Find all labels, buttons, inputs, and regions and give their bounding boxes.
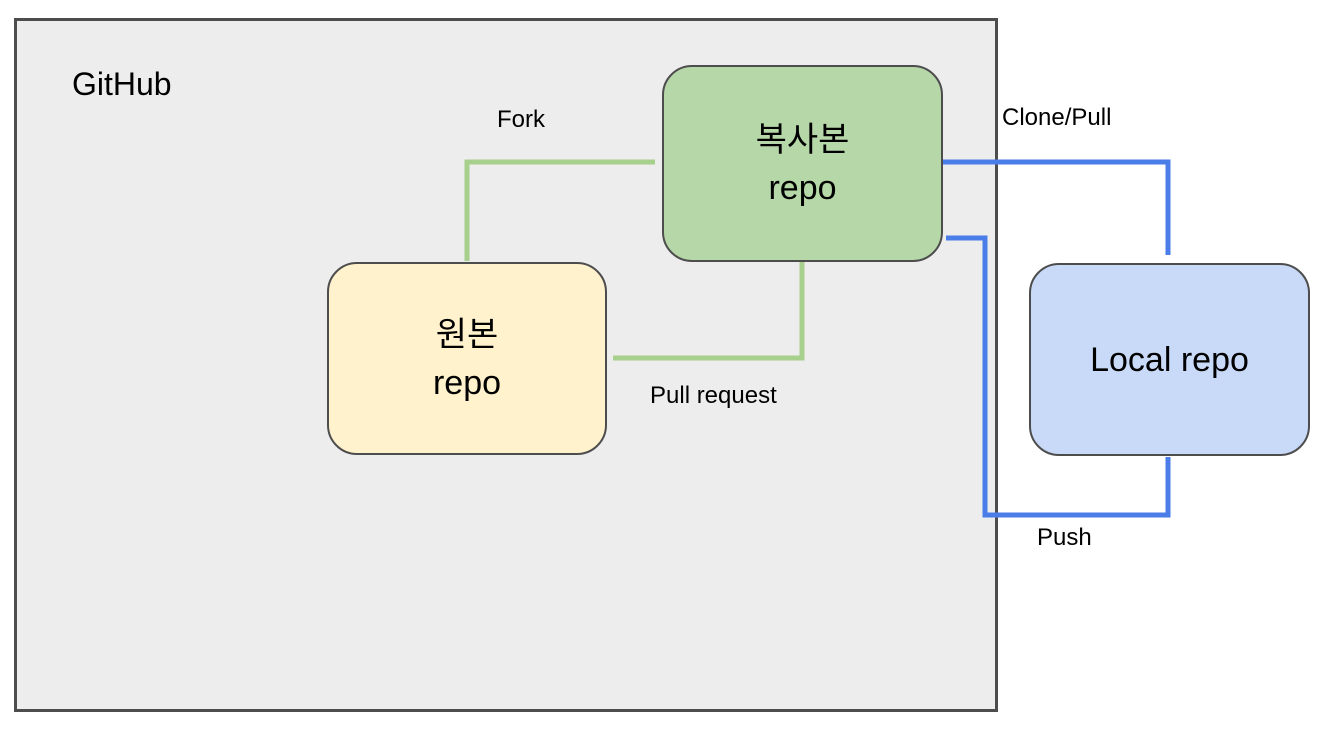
fork-arrow <box>464 159 655 261</box>
node-original-repo: 원본 repo <box>327 262 607 455</box>
node-local-repo: Local repo <box>1029 263 1310 456</box>
push-arrow-label: Push <box>1037 524 1092 551</box>
node-original-repo-line1: 원본 <box>435 315 499 354</box>
push-arrow <box>946 235 1171 518</box>
node-copy-repo: 복사본 repo <box>662 65 943 262</box>
node-original-repo-line2: repo <box>432 363 502 402</box>
node-copy-repo-line2: repo <box>768 168 837 207</box>
node-copy-repo-line1: 복사본 <box>755 120 850 159</box>
fork-arrow-label: Fork <box>497 106 545 133</box>
github-label: GitHub <box>72 66 172 102</box>
clone-pull-arrow-label: Clone/Pull <box>1002 104 1112 131</box>
pull-request-arrow <box>613 262 805 361</box>
node-local-repo-line1: Local repo <box>1090 340 1249 379</box>
pull-request-arrow-label: Pull request <box>650 382 777 409</box>
clone-pull-arrow <box>943 159 1171 255</box>
